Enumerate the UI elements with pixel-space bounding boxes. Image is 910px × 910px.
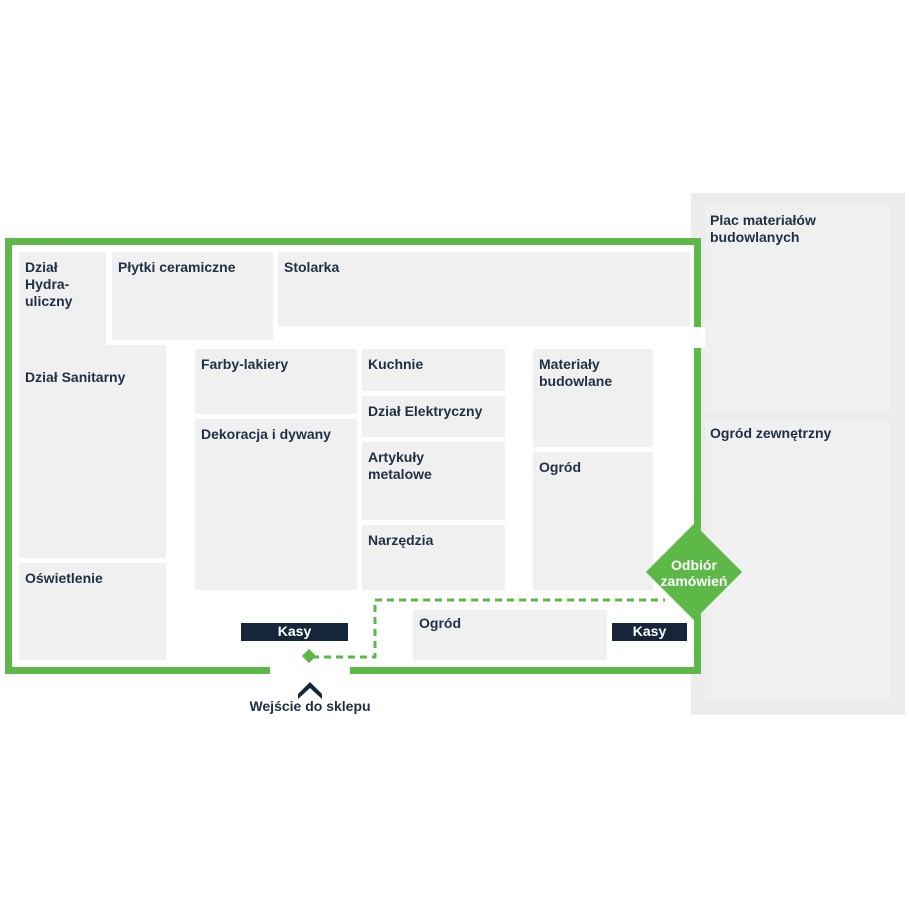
zone-label: Dział Sanitarny — [25, 369, 126, 385]
zone-label: Dział Hydra- uliczny — [25, 259, 73, 309]
zone-label: Materiały budowlane — [539, 356, 613, 389]
zone-decoration[interactable]: Dekoracja i dywany — [195, 419, 357, 590]
zone-label: Dział Elektryczny — [368, 403, 483, 419]
zone-outdoor-garden[interactable]: Ogród zewnętrzny — [705, 420, 890, 701]
entrance-label[interactable]: Wejście do sklepu — [249, 698, 371, 714]
zone-label: Ogród — [419, 615, 461, 631]
zone-label: Ogród zewnętrzny — [710, 425, 832, 441]
zone-label: Stolarka — [284, 259, 340, 275]
zone-sanitary[interactable]: Dział Sanitarny — [19, 345, 166, 558]
zone-materials[interactable]: Materiały budowlane — [533, 349, 653, 447]
zone-label: Farby-lakiery — [201, 356, 289, 372]
checkout-left: Kasy — [241, 623, 348, 641]
zone-label: Narzędzia — [368, 532, 434, 548]
zone-electrical[interactable]: Dział Elektryczny — [362, 396, 505, 437]
entrance-arrow-icon — [298, 682, 322, 699]
order-pickup-label: Odbiór zamówień — [660, 557, 728, 589]
zone-label: Artykuły metalowe — [368, 449, 432, 482]
zone-lighting[interactable]: Oświetlenie — [19, 563, 166, 660]
zone-label: Płytki ceramiczne — [118, 259, 236, 275]
zone-kitchens[interactable]: Kuchnie — [362, 349, 505, 391]
zone-tiles[interactable]: Płytki ceramiczne — [112, 252, 273, 340]
entrance-opening — [270, 664, 350, 676]
zone-label: Dekoracja i dywany — [201, 426, 331, 442]
zone-paints[interactable]: Farby-lakiery — [195, 349, 357, 414]
zone-garden-bottom[interactable]: Ogród — [413, 610, 607, 660]
zone-label: Kuchnie — [368, 356, 424, 372]
zone-joinery[interactable]: Stolarka — [278, 252, 690, 326]
zone-metal[interactable]: Artykuły metalowe — [362, 442, 505, 520]
zone-hydraulic[interactable]: Dział Hydra- uliczny — [19, 252, 106, 358]
zone-garden-inner[interactable]: Ogród — [533, 452, 653, 590]
zone-label: Plac materiałów budowlanych — [710, 212, 816, 245]
zone-label: Ogród — [539, 459, 581, 475]
checkout-right: Kasy — [612, 623, 687, 641]
right-wall-opening — [693, 327, 705, 348]
zone-label: Oświetlenie — [25, 570, 103, 586]
zone-tools[interactable]: Narzędzia — [362, 525, 505, 590]
zone-building-materials-yard[interactable]: Plac materiałów budowlanych — [705, 205, 890, 413]
